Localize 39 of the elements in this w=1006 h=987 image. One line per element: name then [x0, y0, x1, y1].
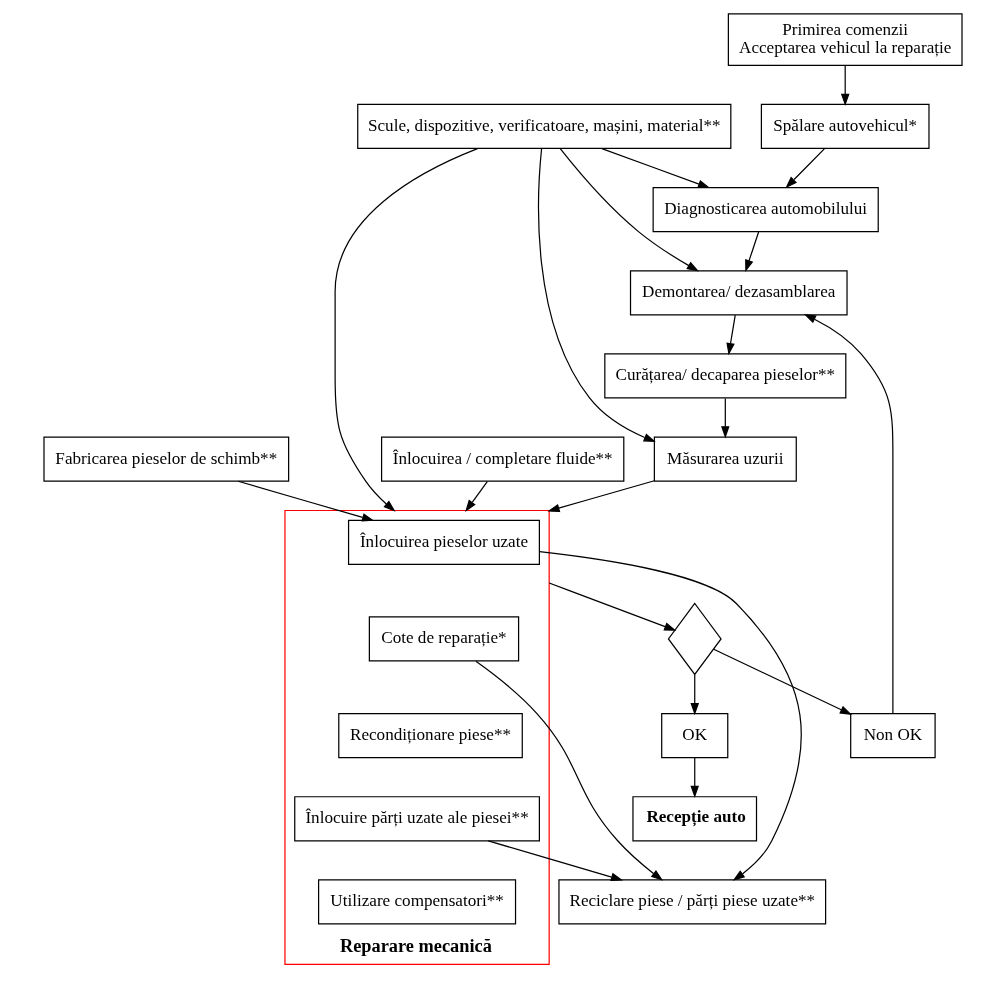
arrow [487, 839, 624, 881]
arrow [538, 147, 656, 442]
arrow [721, 397, 730, 438]
arrow [745, 230, 760, 272]
arrow [559, 147, 700, 271]
arrow [690, 756, 699, 798]
node-box: Măsurarea uzurii [653, 436, 797, 482]
node-box: Cote de reparație* [368, 615, 520, 662]
node-box: Utilizare compensatori** [318, 878, 517, 925]
arrow [785, 147, 825, 188]
node-box: Înlocuirea pieselor uzate [347, 519, 540, 565]
arrow [803, 313, 894, 714]
node-box: Non OK [850, 712, 936, 758]
arrow [547, 479, 655, 512]
node-box: Înlocuire părți uzate ale piesei** [294, 795, 540, 841]
node-box: OK [661, 712, 729, 758]
node-box: Primirea comenzii Acceptarea vehicul la reparație [727, 12, 963, 66]
arrow [713, 648, 853, 715]
arrow [475, 660, 664, 881]
node-box: Demontarea/ dezasamblarea [629, 269, 848, 315]
arrow [548, 581, 677, 631]
node-box: Înlocuirea / completare fluide** [381, 436, 625, 482]
node-box: Scule, dispozitive, verificatoare, mașini, material** [357, 103, 732, 149]
arrow [726, 314, 736, 355]
node-box: Diagnosticarea automobilului [652, 186, 879, 232]
arrow [334, 147, 479, 512]
arrow [539, 550, 802, 881]
arrow [840, 64, 850, 106]
arrow [690, 673, 699, 715]
node-box: Fabricarea pieselor de schimb** [43, 436, 290, 482]
node-diamond [667, 601, 722, 675]
node-box: Recondiționare piese** [338, 712, 523, 758]
node-box: Reciclare piese / părți piese uzate** [558, 878, 827, 925]
node-box: Curățarea/ decaparea pieselor** [604, 352, 847, 399]
arrow [465, 480, 488, 512]
node-box: Recepție auto [632, 795, 758, 841]
arrow [601, 147, 711, 188]
arrow [237, 480, 375, 521]
node-box: Spălare autovehicul* [760, 103, 930, 149]
